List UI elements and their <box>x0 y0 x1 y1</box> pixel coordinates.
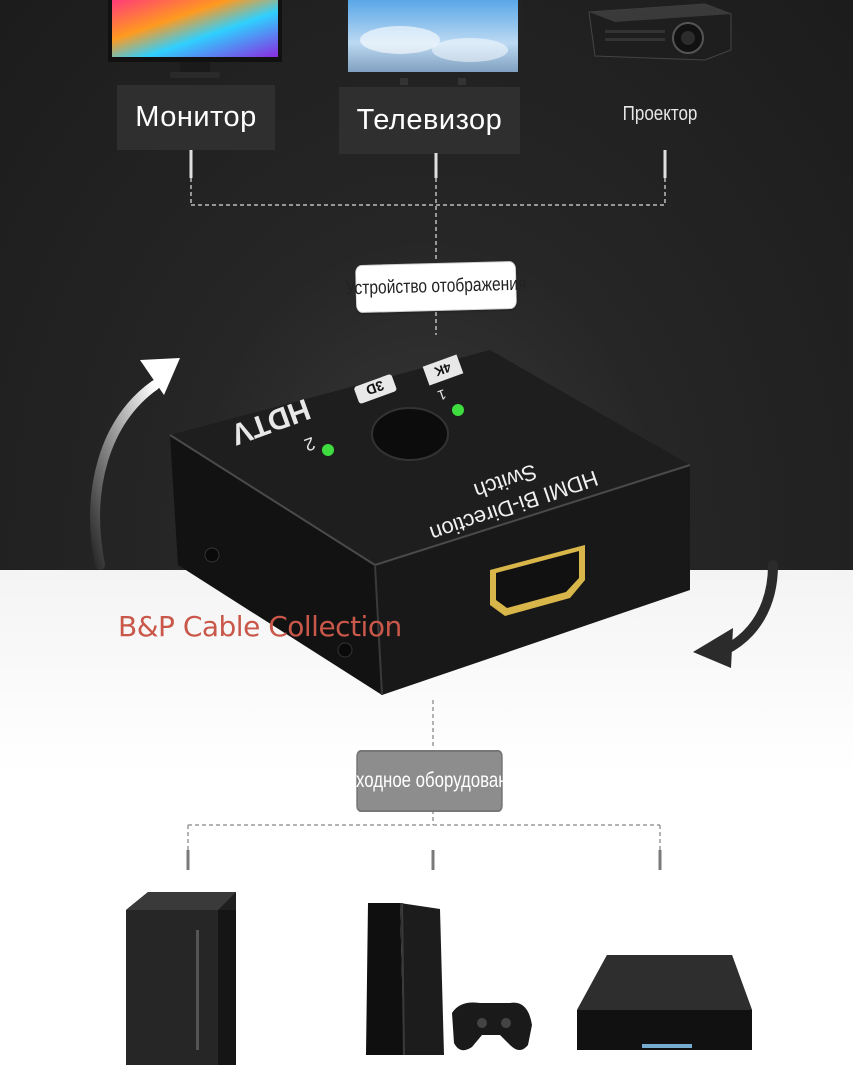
hdmi-port-icon <box>490 545 585 616</box>
watermark-text: B&P Cable Collection <box>118 610 402 643</box>
screw-icon <box>204 547 220 563</box>
select-button <box>371 407 449 461</box>
led-port-1-icon <box>452 404 464 416</box>
tv-label: Телевизор <box>339 87 520 154</box>
gamepad-icon <box>452 1002 532 1051</box>
top-connector-lines <box>189 150 667 335</box>
pc-tower-icon <box>126 892 236 1065</box>
output-equipment-label: Выходное оборудование <box>333 750 526 812</box>
switch-side-face <box>170 435 382 695</box>
curved-arrow-down-icon <box>693 560 778 668</box>
badge-3d: 3D <box>364 377 386 398</box>
media-box-icon <box>577 955 752 1050</box>
monitor-label: Монитор <box>117 85 275 150</box>
led-port-2-icon <box>322 444 334 456</box>
curved-arrow-up-icon <box>90 358 180 570</box>
hdmi-switch-box: HDTV 2 1 3D 4K HDMI Bi-Direction Switch <box>169 350 691 696</box>
switch-top-face <box>170 350 690 565</box>
tv-icon <box>344 0 522 85</box>
display-device-label: Устройство отображения <box>345 260 527 314</box>
monitor-icon <box>108 0 282 78</box>
badge-4k: 4K <box>432 360 453 380</box>
screw-icon <box>337 642 353 658</box>
game-console-icon <box>366 902 532 1056</box>
projector-label: Проектор <box>622 102 698 125</box>
projector-icon <box>588 3 732 61</box>
bottom-connector-lines <box>186 700 662 870</box>
